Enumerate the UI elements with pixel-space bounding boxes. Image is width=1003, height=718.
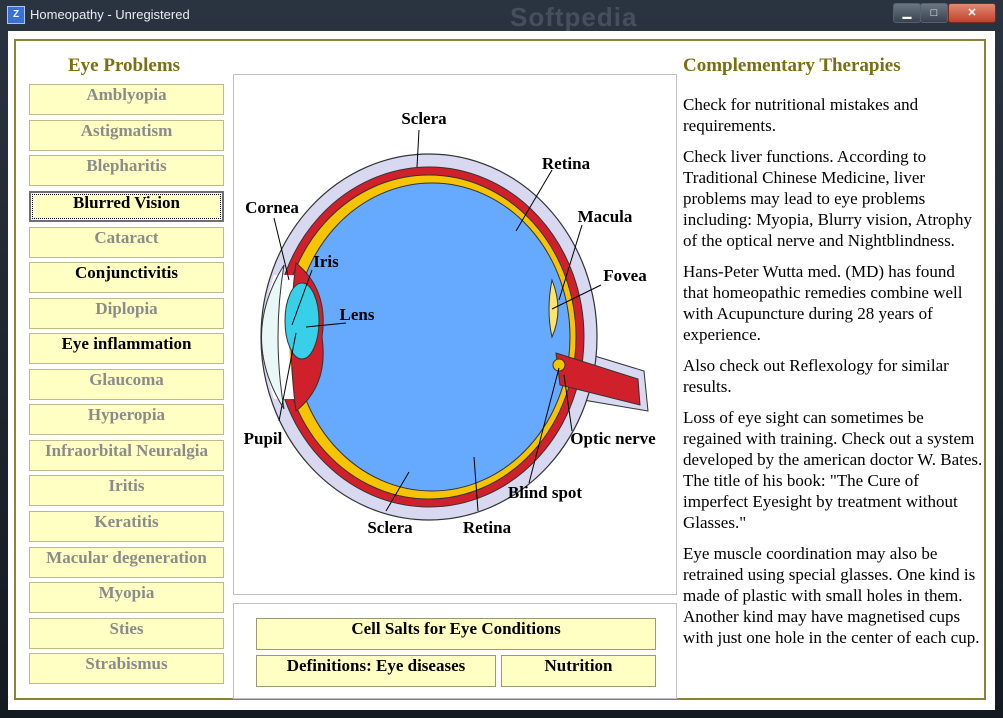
therapy-paragraph: Check liver functions. According to Trad… (683, 147, 972, 250)
eye-diagram: Sclera Retina Cornea Macula Iris Fovea L… (233, 74, 677, 595)
therapy-paragraph: Eye muscle coordination may also be retr… (683, 544, 980, 647)
problem-button-astigmatism[interactable]: Astigmatism (29, 120, 224, 151)
complementary-therapies-title: Complementary Therapies (683, 55, 901, 76)
problem-button-myopia[interactable]: Myopia (29, 582, 224, 613)
label-sclera-bottom: Sclera (367, 518, 413, 537)
label-cornea: Cornea (245, 198, 299, 217)
title-bar: Z Homeopathy - Unregistered Softpedia ▁ … (0, 0, 1003, 32)
problem-button-iritis[interactable]: Iritis (29, 475, 224, 506)
label-iris: Iris (313, 252, 339, 271)
label-fovea: Fovea (603, 266, 647, 285)
label-macula: Macula (578, 207, 633, 226)
problem-button-blepharitis[interactable]: Blepharitis (29, 155, 224, 186)
minimize-button[interactable]: ▁ (893, 3, 921, 23)
blind-spot-shape (552, 358, 566, 372)
label-lens: Lens (340, 305, 375, 324)
therapy-paragraph: Hans-Peter Wutta med. (MD) has found tha… (683, 262, 963, 344)
label-retina-top: Retina (542, 154, 591, 173)
content-frame: Eye Problems Amblyopia Astigmatism Bleph… (14, 39, 986, 700)
label-blind-spot: Blind spot (508, 483, 583, 502)
therapy-paragraph: Loss of eye sight can sometimes be regai… (683, 408, 983, 532)
maximize-button[interactable]: □ (920, 3, 948, 23)
therapy-paragraph: Also check out Reflexology for similar r… (683, 356, 949, 396)
eye-anatomy-svg: Sclera Retina Cornea Macula Iris Fovea L… (244, 109, 657, 537)
therapy-paragraph: Check for nutritional mistakes and requi… (683, 95, 919, 135)
label-sclera-top: Sclera (401, 109, 447, 128)
therapy-text: Check for nutritional mistakes and requi… (683, 94, 983, 658)
problem-button-blurred-vision[interactable]: Blurred Vision (29, 191, 224, 222)
client-area: Eye Problems Amblyopia Astigmatism Bleph… (8, 31, 995, 710)
leader-lines (273, 129, 602, 512)
nutrition-button[interactable]: Nutrition (501, 655, 656, 687)
problem-button-conjunctivitis[interactable]: Conjunctivitis (29, 262, 224, 293)
optic-nerve-core (555, 352, 641, 406)
vitreous-shape (293, 182, 571, 492)
problem-button-infraorbital-neuralgia[interactable]: Infraorbital Neuralgia (29, 440, 224, 471)
problem-button-amblyopia[interactable]: Amblyopia (29, 84, 224, 115)
label-pupil: Pupil (244, 429, 283, 448)
label-retina-bottom: Retina (463, 518, 512, 537)
problem-button-sties[interactable]: Sties (29, 618, 224, 649)
resource-buttons: Cell Salts for Eye Conditions Definition… (233, 603, 677, 699)
problem-button-macular-degeneration[interactable]: Macular degeneration (29, 547, 224, 578)
lens-shape (284, 282, 320, 360)
watermark: Softpedia (510, 2, 638, 32)
problem-button-eye-inflammation[interactable]: Eye inflammation (29, 333, 224, 364)
problem-button-cataract[interactable]: Cataract (29, 227, 224, 258)
problem-button-hyperopia[interactable]: Hyperopia (29, 404, 224, 435)
label-optic-nerve: Optic nerve (570, 429, 656, 448)
close-button[interactable]: ✕ (948, 3, 996, 23)
problem-button-keratitis[interactable]: Keratitis (29, 511, 224, 542)
problem-button-glaucoma[interactable]: Glaucoma (29, 369, 224, 400)
problem-button-diplopia[interactable]: Diplopia (29, 298, 224, 329)
app-icon[interactable]: Z (7, 6, 25, 24)
cell-salts-button[interactable]: Cell Salts for Eye Conditions (256, 618, 656, 650)
eye-problems-title: Eye Problems (68, 55, 181, 76)
definitions-button[interactable]: Definitions: Eye diseases (256, 655, 496, 687)
window-title: Homeopathy - Unregistered (30, 7, 190, 22)
problem-button-strabismus[interactable]: Strabismus (29, 653, 224, 684)
cornea-shape (261, 264, 285, 410)
